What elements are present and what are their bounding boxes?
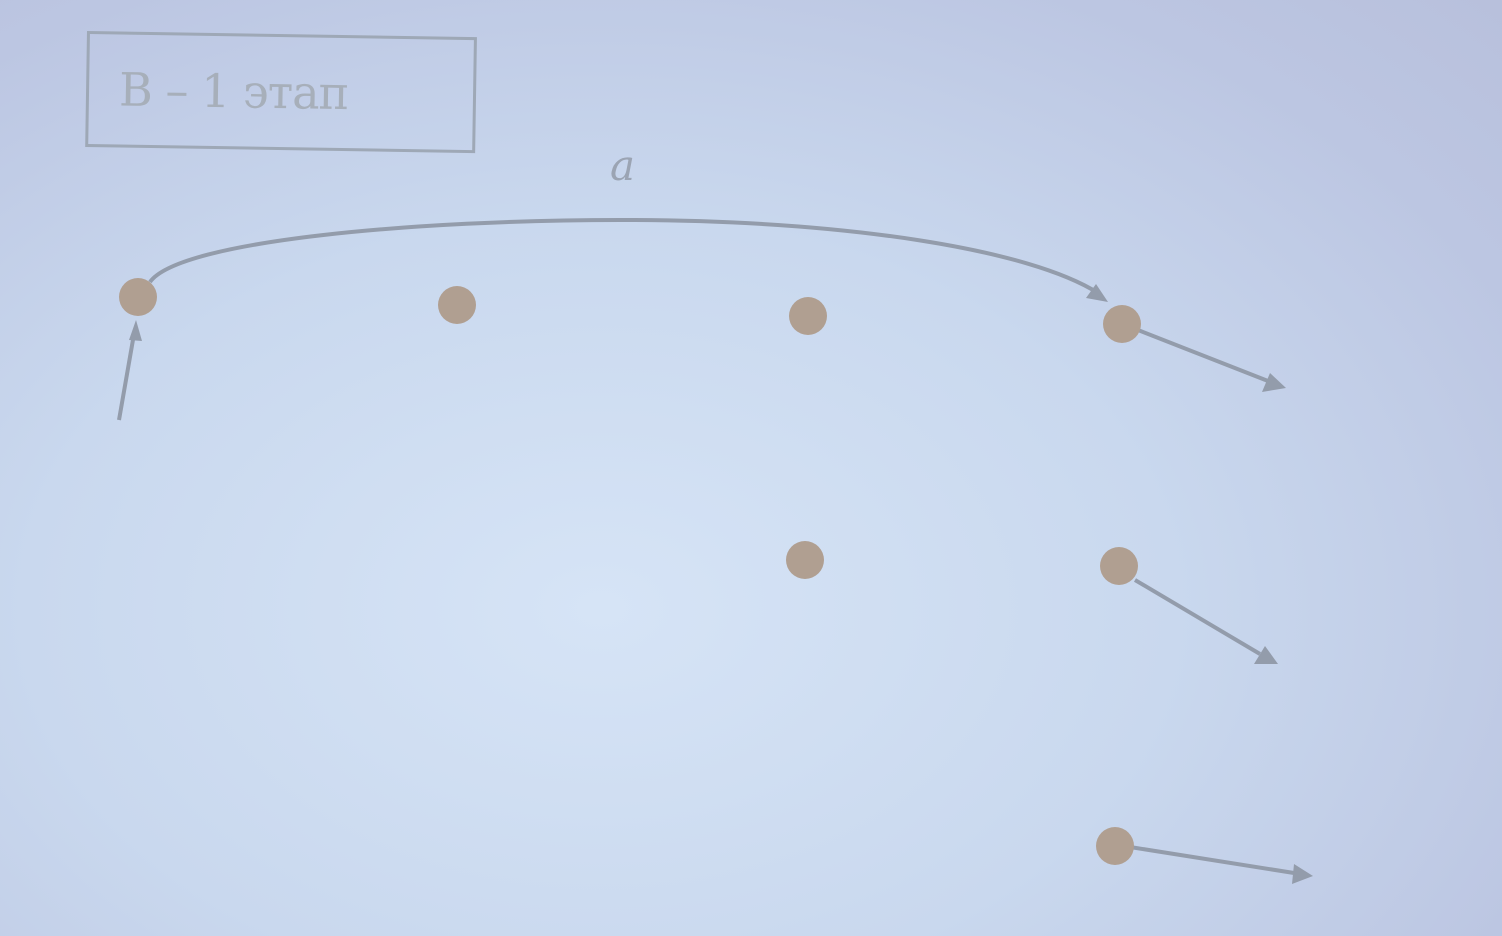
arc-edge (148, 217, 1100, 295)
node-bottom-1 (1096, 827, 1134, 865)
node-top-4 (1103, 305, 1141, 343)
outgoing-arrow-head-top (1262, 373, 1286, 392)
incoming-arrow-head (129, 320, 142, 341)
outgoing-edge-bottom (1129, 845, 1295, 875)
node-top-1 (119, 278, 157, 316)
curve-label-a: a (610, 141, 635, 190)
outgoing-arrow-head-middle (1254, 646, 1278, 664)
outgoing-edge-top (1137, 328, 1269, 383)
node-top-3 (789, 297, 827, 335)
arc-arrow-head (1086, 284, 1108, 302)
outgoing-edge-middle (1133, 578, 1262, 656)
incoming-edge (117, 333, 136, 421)
outgoing-arrow-head-bottom (1292, 864, 1313, 884)
node-middle-2 (1100, 547, 1138, 585)
node-top-2 (438, 286, 476, 324)
node-middle-1 (786, 541, 824, 579)
